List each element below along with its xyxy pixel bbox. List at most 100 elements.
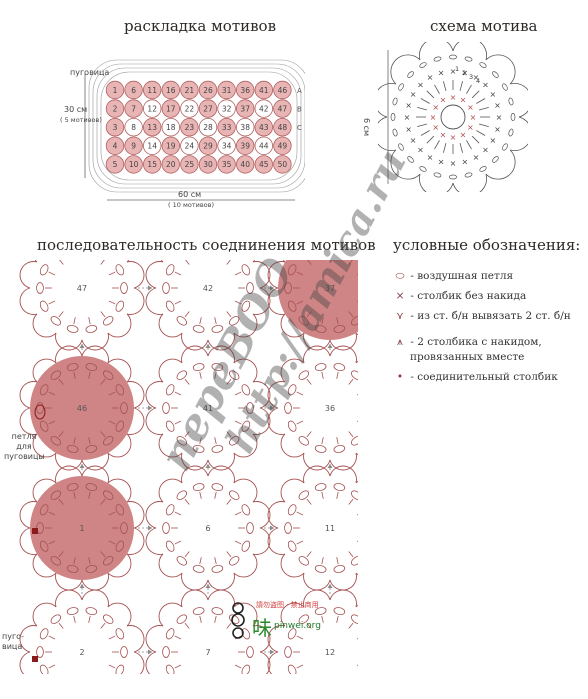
motif-stitch [314,445,327,453]
motif-stitch [321,317,324,325]
motif-stitch [350,316,358,326]
motif-scallop [356,678,370,699]
motif-stitch [298,316,310,326]
motif-scallop [133,651,145,674]
motif-stitch [88,371,91,379]
layout-motif-number: 8 [131,123,136,132]
motif-stitch [102,679,115,691]
motif-stitch [184,498,190,505]
motif-scallop [55,465,83,484]
scheme-stitch: × [417,80,424,89]
motif-stitch [246,646,254,658]
motif-stitch [102,490,114,500]
motif-stitch [58,311,64,318]
arrow-head-icon [270,285,274,291]
scheme-stitch [426,135,435,144]
motif-stitch [227,675,231,680]
motif-stitch [214,437,217,445]
motif-stitch [362,420,370,433]
layout-motif-circle [273,117,292,137]
layout-motif-circle [124,117,143,137]
motif-stitch [174,300,182,305]
motif-stitch [314,565,327,573]
motif-stitch [284,282,292,294]
layout-motif-number: 33 [222,123,232,132]
motif-stitch [298,614,310,624]
motif-stitch [176,370,188,380]
motif-scallop [355,604,358,608]
layout-motif-number: 21 [185,86,195,95]
chain-stitch-icon: ⬭ [395,270,405,282]
logo-glyph-icon: 味 [252,616,272,640]
motif-scallop [81,332,109,351]
motif-stitch [185,675,189,680]
layout-motif-circle [217,155,236,174]
scheme-stitch: × [482,80,489,89]
motif-stitch [349,675,353,680]
layout-motif-number: 13 [147,123,157,132]
layout-motif-number: 50 [278,160,288,169]
layout-motif-circle [105,99,125,118]
motif-stitch [228,436,240,446]
motif-stitch [48,420,56,425]
motif-number: 42 [203,284,213,293]
button-marker-icon [32,528,38,534]
motif-stitch [184,622,190,629]
motif-stitch [192,445,205,453]
motif-stitch [108,271,116,276]
motif-stitch [165,540,175,552]
motif-stitch [241,504,251,516]
arrow-head-icon [327,464,333,468]
motif-scallop [32,313,57,338]
motif-stitch [322,681,324,688]
motif-scallop [81,589,109,608]
scheme-stitch [508,128,514,137]
motif-stitch [39,504,49,516]
motif-scallop [252,625,271,653]
motif-stitch [50,556,62,566]
motif-stitch [287,384,297,396]
scheme-stitch [476,98,486,104]
layout-motif-circle [235,136,255,156]
layout-motif-circle [235,117,255,137]
legend-item-continued: провязанных вместе [410,351,524,363]
motif-scallop [329,332,357,351]
motif-scallop [181,452,209,471]
scheme-scallop [510,83,528,118]
motif-stitch [314,483,327,491]
layout-motif-circle [198,117,218,137]
legend-text: - из ст. б/н вывязать 2 ст. б/н [410,310,571,322]
motif-stitch [115,420,125,432]
motif-scallop [267,651,279,674]
scheme-stitch: × [440,130,447,139]
scheme-stitch: × [473,153,480,162]
width-label: 60 см [178,190,202,199]
scheme-stitch [426,90,435,99]
motif-stitch [184,551,190,558]
motif-stitch [246,282,254,294]
motif-stitch [115,300,125,312]
layout-motif-number: 28 [203,123,213,132]
layout-motif-circle [161,136,181,156]
motif-scallop [181,465,209,484]
site-name: pinwei.org [274,621,321,631]
layout-motif-number: 31 [222,86,232,95]
motif-stitch [59,260,64,265]
motif-stitch [100,622,106,629]
round-number: 4 [476,77,480,85]
motif-stitch [50,370,62,380]
legend-item: × - столбик без накида [393,290,527,302]
motif-stitch [50,614,62,624]
motif-stitch [241,300,251,312]
motif-stitch [73,371,76,379]
arrow-head-icon [79,584,85,588]
motif-stitch [234,540,242,545]
arrow-head-icon [270,405,274,411]
motif-stitch [356,514,358,516]
motif-stitch [100,498,106,505]
layout-motif-circle [198,80,218,100]
layout-motif-number: 19 [166,142,176,151]
scheme-center-ring [440,104,466,130]
motif-stitch [85,565,98,573]
scheme-stitch: × [405,125,412,134]
